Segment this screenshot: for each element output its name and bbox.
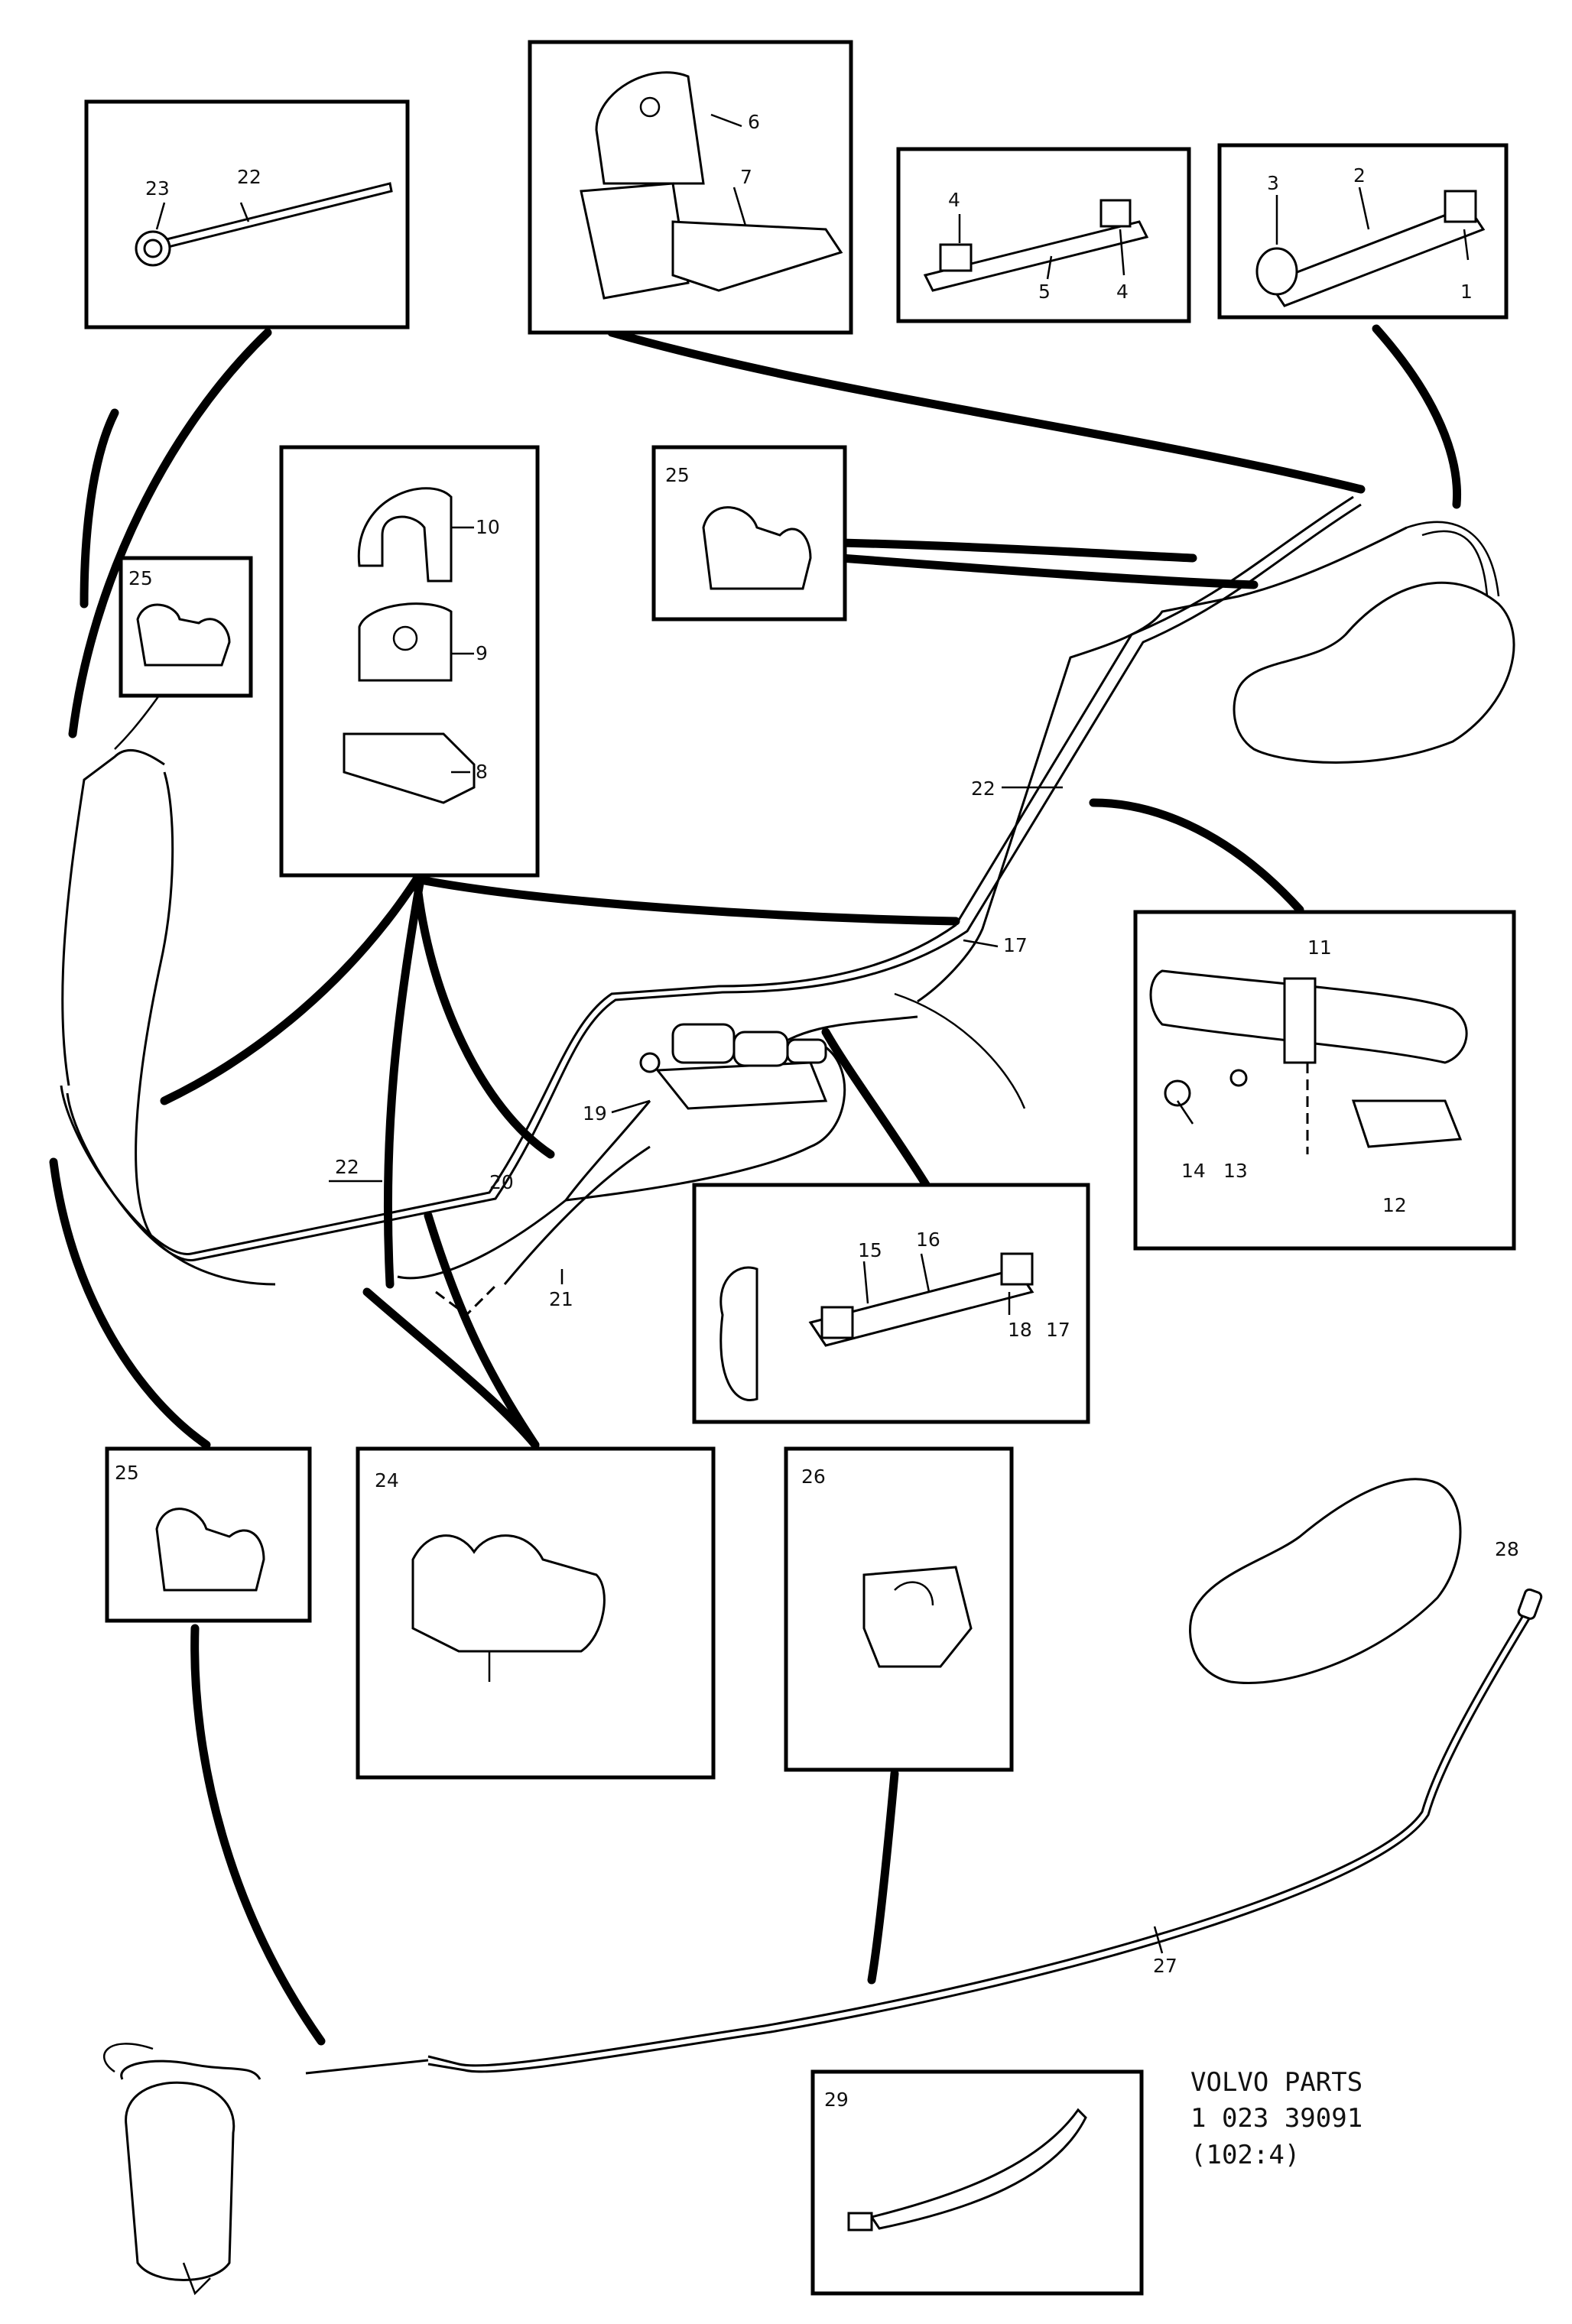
callout-2: 2 xyxy=(1353,164,1366,187)
fuel-filter xyxy=(103,2043,261,2296)
callout-18: 18 xyxy=(1008,1319,1032,1341)
callout-19: 19 xyxy=(583,1102,607,1125)
callout-10: 10 xyxy=(476,516,500,538)
callout-25-upper-mid: 25 xyxy=(665,464,690,486)
detail-box-tie-29: 29 xyxy=(810,2069,1144,2296)
caption-part-number: 1 023 39091 xyxy=(1190,2103,1363,2134)
detail-box-hose-15-18: 15 16 18 17 xyxy=(692,1183,1090,1424)
callout-28: 28 xyxy=(1495,1538,1519,1560)
callout-1: 1 xyxy=(1460,281,1473,303)
callout-5: 5 xyxy=(1038,281,1051,303)
detail-box-clip-8-9-10: 10 9 8 xyxy=(279,445,540,878)
callout-12: 12 xyxy=(1382,1194,1407,1216)
callout-22-right: 22 xyxy=(971,777,995,800)
callout-29: 29 xyxy=(824,2089,849,2111)
callout-25-lower-left: 25 xyxy=(115,1462,139,1484)
callout-3: 3 xyxy=(1267,172,1279,194)
callout-11: 11 xyxy=(1307,936,1332,959)
callout-4-left: 4 xyxy=(948,189,960,211)
callout-9: 9 xyxy=(476,642,488,664)
caption-reference: (102:4) xyxy=(1190,2140,1300,2170)
callout-15: 15 xyxy=(858,1239,882,1261)
callout-14: 14 xyxy=(1181,1160,1206,1182)
detail-box-pipe-nut: 23 22 xyxy=(84,99,410,329)
detail-box-clip-25-lower-left: 25 xyxy=(105,1446,312,1623)
callout-22-left: 22 xyxy=(335,1156,359,1178)
callout-27: 27 xyxy=(1153,1955,1177,1977)
callout-26: 26 xyxy=(801,1465,826,1488)
callout-7: 7 xyxy=(740,166,752,188)
callout-16: 16 xyxy=(916,1229,940,1251)
parts-caption: VOLVO PARTS 1 023 39091 (102:4) xyxy=(1190,2067,1363,2170)
tank-outline-top xyxy=(1233,521,1515,764)
fuel-lines xyxy=(60,495,1537,2075)
callout-8: 8 xyxy=(476,761,488,783)
leader-arrows xyxy=(49,324,1462,2046)
caption-brand: VOLVO PARTS xyxy=(1190,2067,1363,2098)
callout-13: 13 xyxy=(1223,1160,1248,1182)
detail-box-bracket-11-14: 11 14 13 12 xyxy=(1133,910,1516,1251)
detail-box-hose-1-2-3: 3 2 1 xyxy=(1217,143,1509,320)
callout-4-right: 4 xyxy=(1116,281,1129,303)
callout-17-box: 17 xyxy=(1046,1319,1070,1341)
callout-22-top: 22 xyxy=(237,166,261,188)
callout-25-upper-left: 25 xyxy=(128,567,153,589)
detail-box-clip-24: 24 xyxy=(356,1446,716,1780)
callout-17: 17 xyxy=(1003,934,1028,956)
callout-20: 20 xyxy=(489,1171,514,1193)
callout-23: 23 xyxy=(145,177,170,200)
tank-outline-bottom xyxy=(1189,1478,1462,1684)
callout-6: 6 xyxy=(748,111,760,133)
detail-box-hose-4-5: 4 5 4 xyxy=(896,147,1191,323)
callout-24: 24 xyxy=(375,1469,399,1491)
main-callouts: 22 17 19 22 20 21 27 28 xyxy=(329,777,1543,1977)
detail-box-clip-25-upper-left: 25 xyxy=(119,556,253,698)
detail-box-clip-25-upper-mid: 25 xyxy=(651,445,847,622)
detail-box-clamp-cushion: 6 7 xyxy=(528,40,853,335)
fuel-pump-assembly xyxy=(639,1023,828,1110)
callout-21: 21 xyxy=(549,1288,573,1310)
detail-box-clip-26: 26 xyxy=(784,1446,1014,1772)
